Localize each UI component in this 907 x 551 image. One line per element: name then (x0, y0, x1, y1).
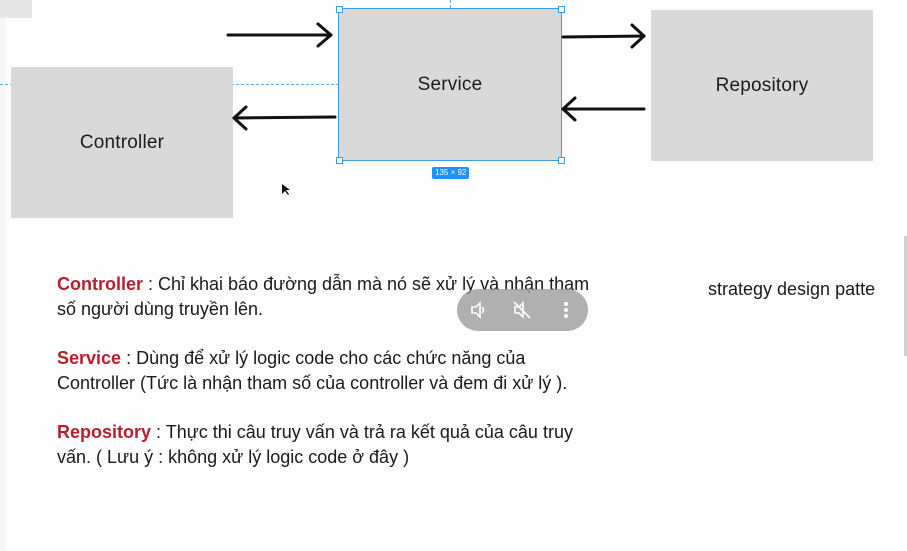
repository-box-label: Repository (715, 74, 809, 96)
strategy-pattern-note: strategy design patte (708, 279, 876, 299)
note-term: Service (57, 348, 122, 368)
unmute-icon[interactable] (466, 297, 492, 323)
note-term: Repository (57, 422, 152, 442)
note-service: Service : Dùng để xử lý logic code cho c… (57, 346, 597, 396)
note-repository: Repository : Thực thi câu truy vấn và tr… (57, 420, 597, 470)
arrow-service-to-repository[interactable] (561, 23, 646, 49)
note-term: Controller (57, 274, 144, 294)
resize-handle-bottom-right[interactable] (558, 157, 565, 164)
canvas-left-edge (0, 18, 6, 551)
selection-size-badge: 135 × 92 (432, 167, 470, 179)
controller-box-label: Controller (79, 131, 165, 153)
horizontal-smart-guide (0, 84, 560, 85)
mute-icon[interactable] (509, 297, 535, 323)
vertical-smart-guide (450, 0, 451, 8)
repository-box[interactable]: Repository (651, 10, 873, 161)
arrow-repository-to-service[interactable] (561, 96, 646, 122)
resize-handle-top-right[interactable] (558, 6, 565, 13)
notes-panel: Controller : Chỉ khai báo đường dẫn mà n… (57, 272, 597, 494)
service-box[interactable]: Service (338, 8, 562, 161)
controller-box[interactable]: Controller (11, 67, 233, 218)
service-box-label: Service (417, 73, 483, 95)
note-text: : Thực thi câu truy vấn và trả ra kết qu… (57, 422, 573, 467)
arrow-controller-to-service[interactable] (226, 22, 333, 48)
media-controls-overlay (457, 289, 588, 331)
arrow-service-to-controller[interactable] (232, 105, 337, 131)
note-text: : Dùng để xử lý logic code cho các chức … (57, 348, 568, 393)
mouse-cursor-icon (282, 184, 290, 195)
canvas-corner-swatch (0, 0, 32, 18)
resize-handle-top-left[interactable] (336, 6, 343, 13)
scrollbar[interactable] (904, 236, 907, 356)
more-options-icon[interactable] (553, 297, 579, 323)
resize-handle-bottom-left[interactable] (336, 157, 343, 164)
